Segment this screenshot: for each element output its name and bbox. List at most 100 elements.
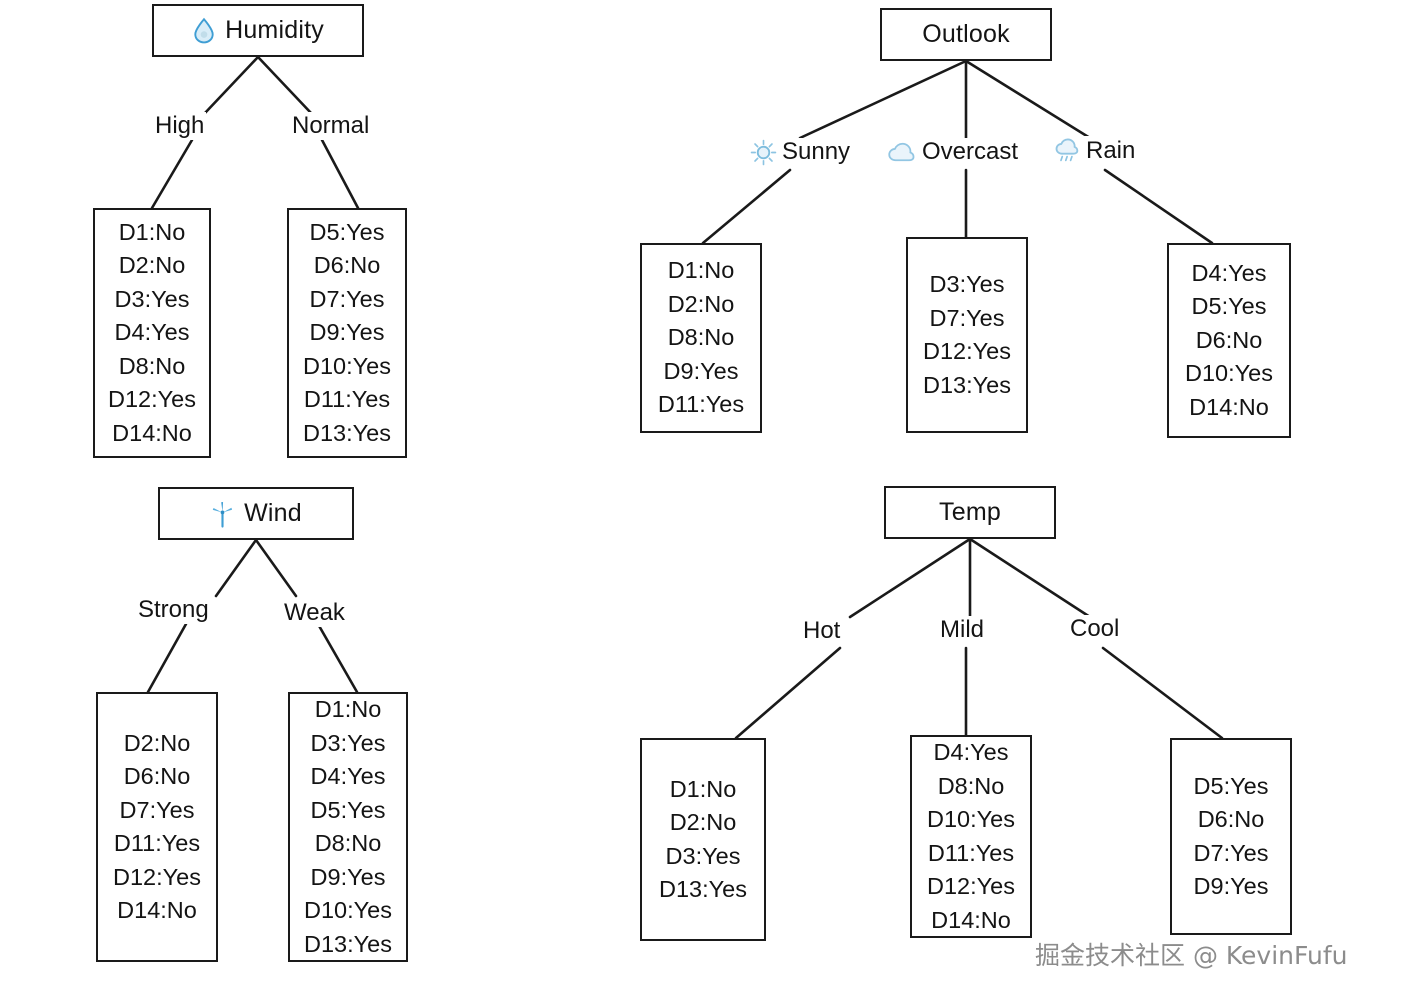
leaf-temp-hot[interactable]: D1:No D2:No D3:Yes D13:Yes	[640, 738, 766, 941]
branch-label-wind-weak: Weak	[282, 599, 347, 627]
record-item: D13:Yes	[659, 876, 747, 902]
record-item: D1:No	[118, 218, 186, 245]
record-item: D14:No	[117, 897, 197, 923]
record-item: D14:No	[931, 906, 1011, 933]
record-item: D5:Yes	[310, 796, 386, 823]
record-item: D13:Yes	[923, 371, 1011, 398]
node-humidity-label: Humidity	[225, 16, 324, 44]
record-item: D2:No	[667, 290, 735, 317]
leaf-temp-cool[interactable]: D5:Yes D6:No D7:Yes D9:Yes	[1170, 738, 1292, 935]
record-item: D14:No	[1189, 393, 1269, 420]
record-item: D3:Yes	[665, 842, 741, 869]
leaf-wind-weak[interactable]: D1:No D3:Yes D4:Yes D5:Yes D8:No D9:Yes …	[288, 692, 408, 962]
leaf-humidity-normal[interactable]: D5:Yes D6:No D7:Yes D9:Yes D10:Yes D11:Y…	[287, 208, 407, 458]
record-item: D2:No	[669, 809, 737, 835]
node-humidity[interactable]: Humidity	[152, 4, 364, 57]
record-item: D9:Yes	[309, 319, 385, 346]
sun-icon	[750, 139, 777, 166]
record-item: D10:Yes	[1185, 360, 1273, 387]
record-item: D4:Yes	[1191, 259, 1267, 286]
record-item: D10:Yes	[927, 806, 1015, 832]
rain-cloud-icon	[1054, 136, 1081, 165]
record-item: D6:No	[1197, 806, 1265, 832]
cloud-icon	[887, 140, 917, 165]
record-item: D6:No	[313, 252, 381, 279]
water-droplet-icon	[192, 17, 216, 44]
leaf-outlook-overcast[interactable]: D3:Yes D7:Yes D12:Yes D13:Yes	[906, 237, 1028, 433]
record-item: D9:Yes	[310, 863, 386, 890]
branch-label-outlook-overcast: Overcast	[885, 138, 1021, 166]
record-item: D3:Yes	[114, 285, 190, 312]
record-item: D5:Yes	[1191, 293, 1267, 320]
record-item: D3:Yes	[929, 271, 1005, 297]
record-item: D1:No	[669, 775, 737, 802]
watermark-text: 掘金技术社区 @ KevinFufu	[1035, 941, 1348, 970]
record-item: D7:Yes	[929, 304, 1005, 331]
record-item: D11:Yes	[113, 830, 201, 856]
branch-label-text: Mild	[940, 616, 985, 643]
leaf-outlook-rain[interactable]: D4:Yes D5:Yes D6:No D10:Yes D14:No	[1167, 243, 1291, 438]
branch-label-text: Overcast	[922, 138, 1019, 165]
record-item: D7:Yes	[119, 796, 195, 823]
branch-label-wind-strong: Strong	[136, 596, 211, 624]
node-temp-label: Temp	[939, 498, 1001, 526]
record-item: D7:Yes	[1193, 839, 1269, 866]
record-item: D6:No	[123, 763, 191, 789]
branch-label-text: High	[155, 112, 205, 139]
record-item: D2:No	[118, 252, 186, 279]
branch-label-outlook-sunny: Sunny	[748, 138, 853, 166]
record-item: D9:Yes	[663, 357, 739, 384]
branch-label-temp-hot: Hot	[801, 617, 843, 645]
record-item: D1:No	[667, 257, 735, 284]
branch-label-text: Rain	[1086, 136, 1136, 164]
node-outlook-label: Outlook	[922, 20, 1010, 48]
record-item: D10:Yes	[304, 897, 392, 923]
branch-label-temp-mild: Mild	[938, 616, 987, 644]
leaf-temp-mild[interactable]: D4:Yes D8:No D10:Yes D11:Yes D12:Yes D14…	[910, 735, 1032, 938]
record-item: D8:No	[667, 324, 735, 351]
node-wind[interactable]: Wind	[158, 487, 354, 540]
branch-label-text: Normal	[292, 112, 370, 139]
branch-label-temp-cool: Cool	[1068, 615, 1122, 643]
record-item: D12:Yes	[927, 873, 1015, 899]
record-item: D12:Yes	[113, 863, 201, 890]
record-item: D14:No	[112, 419, 192, 446]
record-item: D12:Yes	[108, 386, 196, 413]
record-item: D5:Yes	[309, 218, 385, 245]
record-item: D8:No	[314, 830, 382, 856]
record-item: D10:Yes	[303, 352, 391, 379]
node-temp[interactable]: Temp	[884, 486, 1056, 539]
leaf-humidity-high[interactable]: D1:No D2:No D3:Yes D4:Yes D8:No D12:Yes …	[93, 208, 211, 458]
record-item: D1:No	[314, 696, 382, 722]
branch-label-outlook-rain: Rain	[1052, 136, 1138, 165]
wind-turbine-icon	[210, 500, 235, 528]
record-item: D3:Yes	[310, 729, 386, 756]
record-item: D8:No	[937, 772, 1005, 799]
leaf-wind-strong[interactable]: D2:No D6:No D7:Yes D11:Yes D12:Yes D14:N…	[96, 692, 218, 962]
node-outlook[interactable]: Outlook	[880, 8, 1052, 61]
leaf-outlook-sunny[interactable]: D1:No D2:No D8:No D9:Yes D11:Yes	[640, 243, 762, 433]
record-item: D5:Yes	[1193, 772, 1269, 799]
record-item: D4:Yes	[933, 739, 1009, 765]
branch-label-text: Strong	[138, 596, 209, 623]
record-item: D11:Yes	[657, 391, 745, 418]
record-item: D2:No	[123, 729, 191, 756]
node-wind-label: Wind	[244, 499, 302, 527]
branch-label-text: Hot	[803, 617, 841, 644]
record-item: D13:Yes	[304, 930, 392, 957]
record-item: D12:Yes	[923, 338, 1011, 364]
record-item: D8:No	[118, 352, 186, 379]
record-item: D6:No	[1195, 326, 1263, 353]
record-item: D11:Yes	[303, 386, 391, 413]
record-item: D11:Yes	[927, 839, 1015, 866]
record-item: D7:Yes	[309, 285, 385, 312]
branch-label-text: Weak	[284, 599, 345, 626]
branch-label-text: Cool	[1070, 615, 1120, 642]
branch-label-humidity-high: High	[153, 112, 207, 140]
record-item: D9:Yes	[1193, 873, 1269, 899]
record-item: D4:Yes	[310, 763, 386, 789]
record-item: D13:Yes	[303, 419, 391, 446]
branch-label-humidity-normal: Normal	[290, 112, 372, 140]
record-item: D4:Yes	[114, 319, 190, 346]
